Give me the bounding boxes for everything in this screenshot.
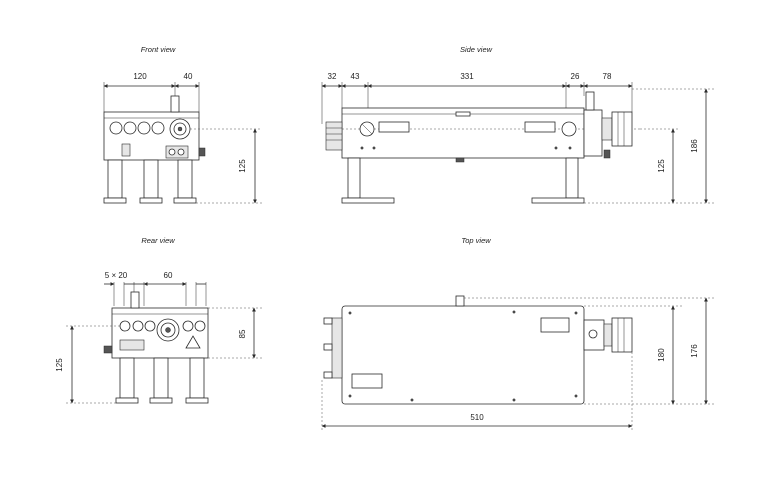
side-leg-right bbox=[565, 157, 579, 199]
rear-top-connector bbox=[130, 291, 140, 309]
side-view: Side view 32 43 331 26 78 bbox=[321, 45, 714, 204]
front-dim-height: 125 bbox=[238, 159, 247, 173]
side-left-connector bbox=[325, 121, 343, 151]
front-view: Front view 120 40 bbox=[103, 45, 262, 204]
top-port-flange bbox=[603, 323, 613, 347]
rear-terminal-block bbox=[119, 339, 145, 351]
top-connector bbox=[455, 295, 465, 307]
rear-dim-body-height: 85 bbox=[238, 329, 247, 338]
rear-fitting-4 bbox=[182, 320, 194, 332]
top-port bbox=[611, 317, 633, 353]
front-view-title: Front view bbox=[141, 45, 176, 54]
side-foot-left bbox=[341, 197, 395, 204]
front-gauge-2 bbox=[123, 121, 137, 135]
front-dim-port: 40 bbox=[184, 72, 193, 81]
rear-warning-icon bbox=[185, 335, 201, 349]
top-dim-body-depth: 180 bbox=[657, 348, 666, 362]
side-dim-total-height: 186 bbox=[690, 139, 699, 153]
side-leg-left bbox=[347, 157, 361, 199]
side-port-flange bbox=[601, 117, 613, 141]
top-left-bracket bbox=[331, 317, 343, 379]
rear-dim-height: 125 bbox=[55, 358, 64, 372]
top-window-left bbox=[351, 373, 383, 389]
rear-dim-span: 60 bbox=[164, 271, 173, 280]
side-dim-e: 78 bbox=[603, 72, 612, 81]
front-gauge-4 bbox=[151, 121, 165, 135]
top-dim-total-depth: 176 bbox=[690, 344, 699, 358]
rear-fitting-5 bbox=[194, 320, 206, 332]
side-end-block bbox=[583, 109, 603, 157]
rear-leg-mid bbox=[153, 357, 169, 399]
side-dim-axis-height: 125 bbox=[657, 159, 666, 173]
side-window-right bbox=[524, 121, 556, 133]
rear-leg-right bbox=[189, 357, 205, 399]
side-dim-d: 26 bbox=[571, 72, 580, 81]
top-window-right bbox=[540, 317, 570, 333]
rear-leg-left bbox=[119, 357, 135, 399]
top-handle-1 bbox=[323, 317, 333, 325]
top-handle-3 bbox=[323, 371, 333, 379]
rear-fitting-3 bbox=[144, 320, 156, 332]
top-handle-2 bbox=[323, 343, 333, 351]
front-dim-width: 120 bbox=[133, 72, 147, 81]
side-dim-a: 32 bbox=[328, 72, 337, 81]
side-window-left bbox=[378, 121, 410, 133]
side-foot-right bbox=[531, 197, 585, 204]
side-dim-b: 43 bbox=[351, 72, 360, 81]
top-view: Top view 180 176 bbox=[321, 236, 714, 432]
rear-view: Rear view 5 × 20 60 bbox=[55, 236, 262, 404]
side-dim-c: 331 bbox=[460, 72, 474, 81]
front-leg-mid bbox=[143, 159, 159, 199]
front-gauge-1 bbox=[109, 121, 123, 135]
rear-view-title: Rear view bbox=[141, 236, 175, 245]
side-view-title: Side view bbox=[460, 45, 493, 54]
front-top-connector bbox=[170, 95, 180, 113]
top-dim-length: 510 bbox=[470, 413, 484, 422]
front-leg-right bbox=[177, 159, 193, 199]
rear-fitting-1 bbox=[119, 320, 131, 332]
front-leg-left bbox=[107, 159, 123, 199]
rear-fitting-2 bbox=[132, 320, 144, 332]
front-gauge-3 bbox=[137, 121, 151, 135]
side-port bbox=[611, 111, 633, 147]
top-view-title: Top view bbox=[461, 236, 491, 245]
front-valve bbox=[121, 143, 131, 157]
side-gauge-right bbox=[561, 121, 577, 137]
rear-dim-pitch: 5 × 20 bbox=[105, 271, 128, 280]
